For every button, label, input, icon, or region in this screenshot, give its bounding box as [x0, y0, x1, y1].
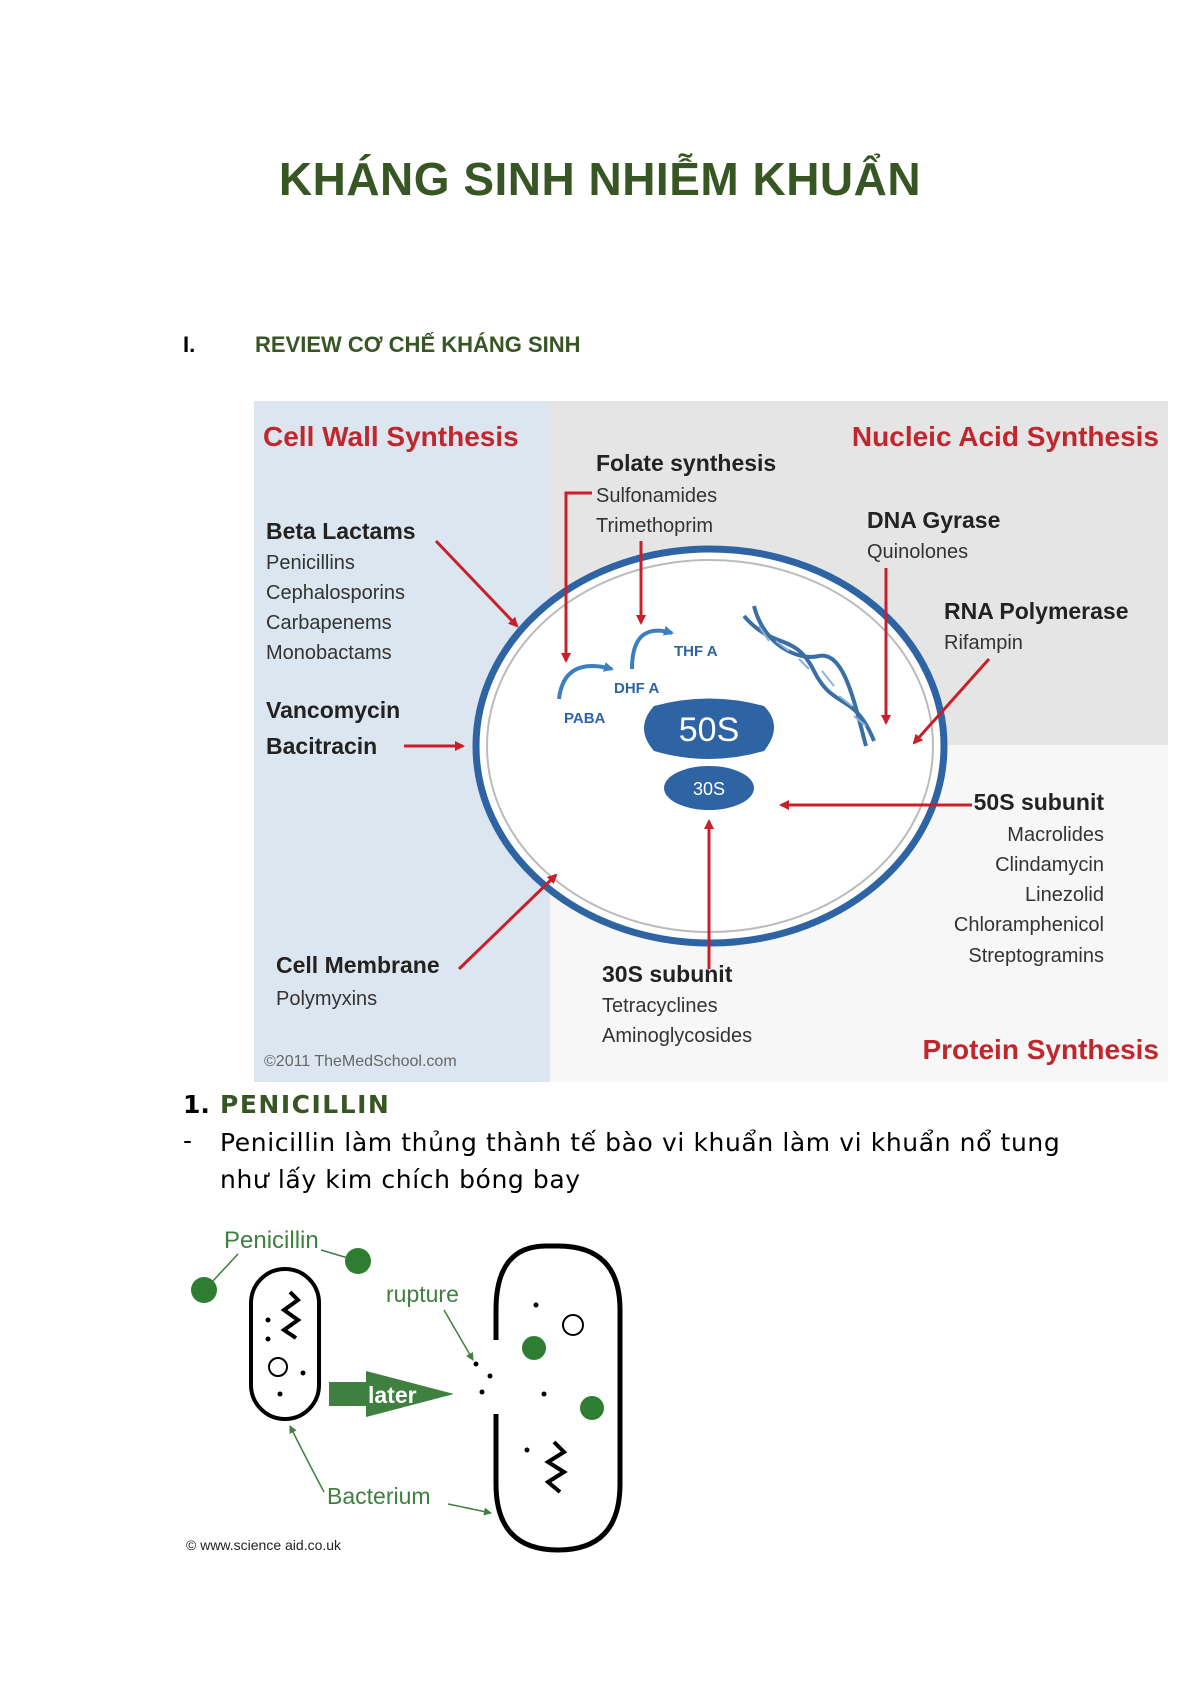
subsection-number: 1. — [183, 1090, 210, 1119]
monobactams-label: Monobactams — [266, 642, 392, 664]
arrow-cell-membrane — [457, 873, 558, 971]
dot — [487, 1373, 493, 1379]
beta-lactams-title: Beta Lactams — [266, 518, 416, 544]
vancomycin-label: Vancomycin — [266, 697, 400, 723]
bacterium-small-vacuole — [268, 1357, 288, 1377]
ribosome-30s-label: 30S — [693, 779, 725, 799]
dot — [541, 1391, 547, 1397]
dot — [479, 1389, 485, 1395]
cell-wall-header: Cell Wall Synthesis — [263, 421, 519, 452]
trimethoprim-label: Trimethoprim — [596, 515, 713, 537]
rna-polymerase-title: RNA Polymerase — [944, 598, 1129, 624]
30s-subunit-title: 30S subunit — [602, 961, 733, 987]
bacterium-pointer-large — [447, 1503, 492, 1516]
penicillin-label: Penicillin — [224, 1227, 319, 1254]
dna-gyrase-title: DNA Gyrase — [867, 507, 1000, 533]
carbapenems-label: Carbapenems — [266, 612, 392, 634]
thf-label: THF A — [674, 643, 718, 660]
bacterium-pointer-small — [289, 1425, 325, 1493]
protein-synthesis-header: Protein Synthesis — [922, 1034, 1159, 1065]
dot — [277, 1391, 283, 1397]
document-title: KHÁNG SINH NHIỄM KHUẨN — [278, 153, 922, 205]
bacterium-small-dna — [280, 1290, 302, 1340]
bacterium-large-right-half — [557, 1243, 623, 1553]
dot — [473, 1361, 479, 1367]
dhf-label: DHF A — [614, 680, 659, 697]
bacterium-large-vacuole — [562, 1314, 584, 1336]
penicillin-paragraph: Penicillin làm thủng thành tế bào vi khu… — [220, 1128, 1061, 1194]
bacterium-large-dna — [544, 1440, 568, 1494]
penicillins-label: Penicillins — [266, 552, 355, 574]
paba-label: PABA — [564, 710, 606, 727]
50s-subunit-title: 50S subunit — [974, 789, 1105, 815]
bacterium-label: Bacterium — [327, 1483, 431, 1509]
subsection-title: PENICILLIN — [220, 1090, 391, 1119]
streptogramins-label: Streptogramins — [968, 945, 1104, 967]
dot — [533, 1302, 539, 1308]
arrow-beta-lactams — [434, 539, 519, 628]
penicillin-rupture-diagram: Penicillin later rupture Bacterium © www… — [186, 1214, 678, 1556]
later-arrow — [329, 1371, 454, 1417]
cell-membrane-title: Cell Membrane — [276, 952, 440, 978]
antibiotic-mechanism-diagram: PABA DHF A THF A 50S 30S Cell Wall Synth… — [254, 401, 1168, 1082]
bacterium-large-bottom-left — [493, 1414, 559, 1553]
penicillin-molecule-left — [191, 1277, 217, 1303]
bacterium-small — [249, 1267, 321, 1421]
rupture-label: rupture — [386, 1281, 459, 1307]
bacitracin-label: Bacitracin — [266, 733, 377, 759]
later-label: later — [368, 1382, 417, 1408]
paba-arc — [557, 662, 614, 700]
dot — [524, 1447, 530, 1453]
dot — [265, 1317, 271, 1323]
dot — [265, 1336, 271, 1342]
cephalosporins-label: Cephalosporins — [266, 582, 405, 604]
quinolones-label: Quinolones — [867, 541, 968, 563]
penicillin-inside-2 — [580, 1396, 604, 1420]
figure1-copyright: ©2011 TheMedSchool.com — [264, 1053, 457, 1070]
dna-helix — [742, 605, 876, 747]
aminoglycosides-label: Aminoglycosides — [602, 1025, 752, 1047]
penicillin-molecule-right — [345, 1248, 371, 1274]
section-number: I. — [183, 332, 196, 357]
sulfonamides-label: Sulfonamides — [596, 485, 717, 507]
bullet-dash: - — [183, 1126, 193, 1155]
penicillin-pointer-left — [211, 1253, 239, 1283]
folate-title: Folate synthesis — [596, 450, 776, 476]
penicillin-inside-1 — [522, 1336, 546, 1360]
rifampin-label: Rifampin — [944, 632, 1023, 654]
ribosome-50s — [644, 698, 774, 759]
linezolid-label: Linezolid — [1025, 884, 1104, 906]
dhf-arc — [630, 625, 674, 670]
dot — [300, 1370, 306, 1376]
section-title: REVIEW CƠ CHẾ KHÁNG SINH — [255, 332, 581, 357]
figure2-copyright: © www.science aid.co.uk — [186, 1537, 342, 1553]
rupture-pointer — [443, 1309, 474, 1361]
arrow-sulfonamides — [561, 491, 592, 663]
bacterium-large-left-half — [493, 1243, 558, 1340]
ribosome-30s — [664, 766, 754, 810]
clindamycin-label: Clindamycin — [995, 854, 1104, 876]
macrolides-label: Macrolides — [1007, 824, 1104, 846]
penicillin-pointer-right — [320, 1249, 349, 1259]
tetracyclines-label: Tetracyclines — [602, 995, 718, 1017]
polymyxins-label: Polymyxins — [276, 988, 377, 1010]
chloramphenicol-label: Chloramphenicol — [954, 914, 1104, 936]
ribosome-50s-label: 50S — [679, 711, 740, 749]
nucleic-acid-header: Nucleic Acid Synthesis — [852, 421, 1159, 452]
arrow-rna-polymerase — [912, 658, 991, 745]
